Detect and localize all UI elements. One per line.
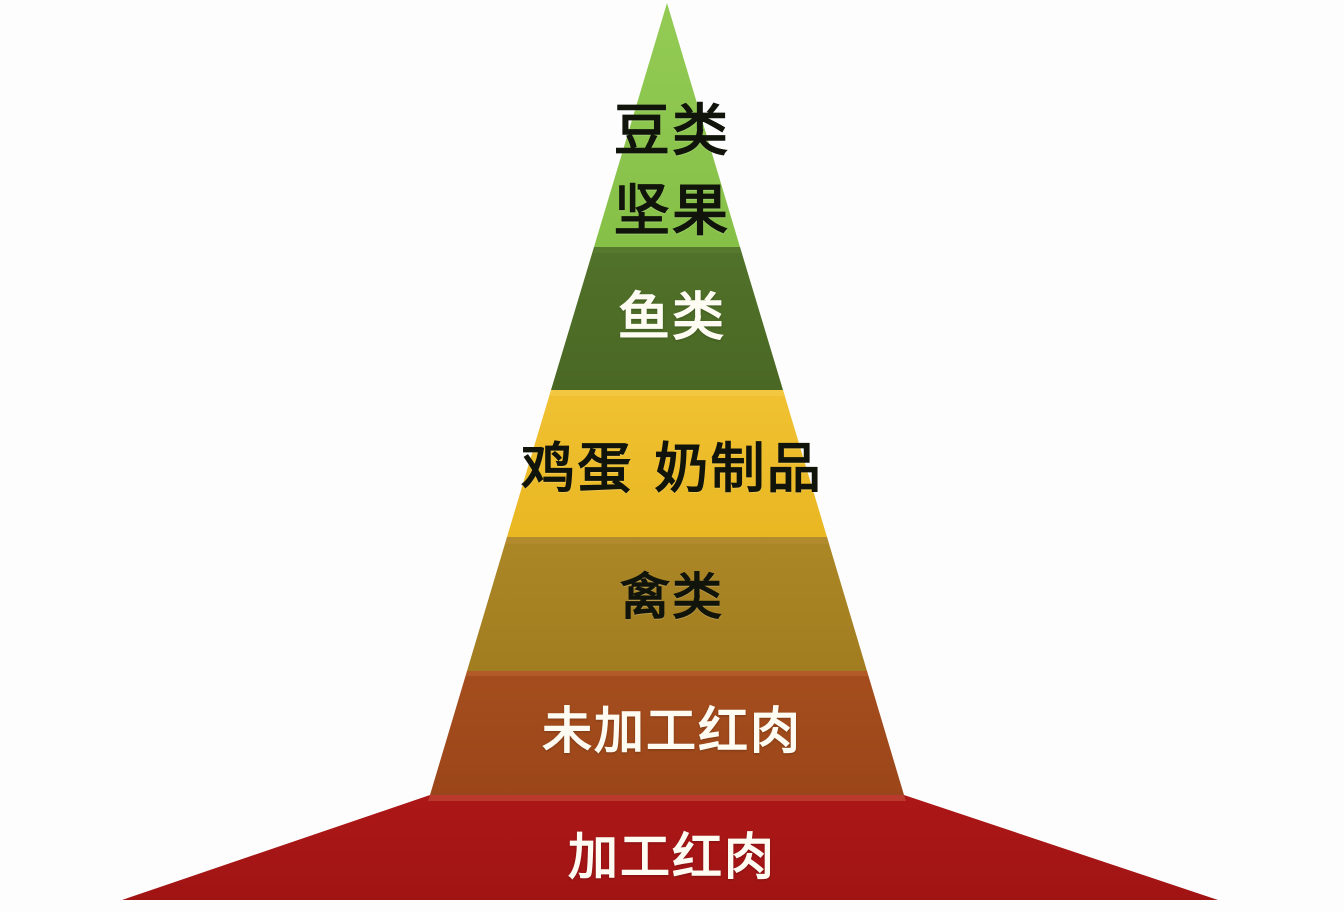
tier-highlight-fish — [593, 247, 741, 253]
tier-shape-poultry — [467, 537, 867, 671]
tier-shape-processed-red-meat — [122, 795, 1218, 900]
tier-highlight-poultry — [505, 537, 829, 544]
tier-shape-unprocessed-red-meat — [430, 671, 904, 795]
tier-topline-processed-red-meat — [428, 795, 906, 801]
tier-shape-eggs-dairy — [507, 390, 827, 537]
tier-topline-unprocessed-red-meat — [466, 671, 868, 676]
tier-shape-beans-nuts — [594, 3, 740, 247]
tier-shape-fish — [551, 247, 783, 390]
tier-highlight-eggs-dairy — [549, 390, 785, 396]
